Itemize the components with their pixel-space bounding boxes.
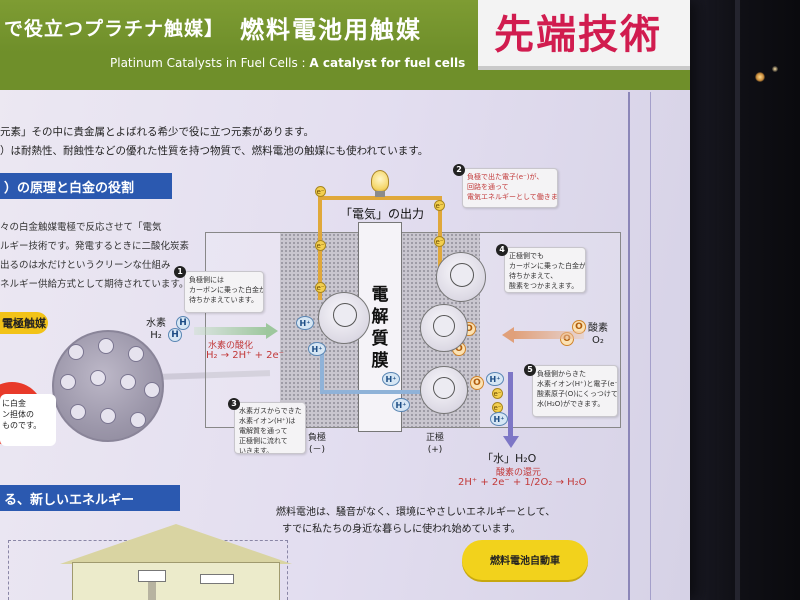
callout-note-2: 負極で出た電子(e⁻)が、 回路を通って 電気エネルギーとして働きます。 [462,168,558,208]
section-header-principle: ）の原理と白金の役割 [0,173,172,199]
membrane-label: 電 解 質 膜 [368,284,392,372]
electron-icon: e⁻ [434,200,445,211]
platinum-particle [130,412,146,428]
water-outflow-arrow [508,372,513,438]
positive-electrode-label: 正極 (+) [426,432,444,456]
callout-note-3: 水素ガスからできた 水素イオン(H⁺)は 電解質を通って 正極側に流れて いきま… [234,402,306,454]
mascot-circle-cathode-bottom [420,366,468,414]
header-subtitle-normal: Platinum Catalysts in Fuel Cells : [110,56,309,70]
electron-icon: e⁻ [492,388,503,399]
proton-path [320,350,324,392]
exhibit-poster: で役立つプラチナ触媒】 燃料電池用触媒 Platinum Catalysts i… [0,0,690,600]
house-pillar-icon [148,582,156,600]
footer-line-2: すでに私たちの身近な暮らしに使われ始めています。 [282,520,521,535]
water-label: 「水」H₂O [482,450,536,466]
catalyst-magnified-circle [52,330,164,442]
platinum-particle [144,382,160,398]
light-bulb-base [375,191,385,197]
proton-path [320,390,424,394]
platinum-particle [68,344,84,360]
electricity-output-label: 「電気」の出力 [340,205,424,222]
proton-icon: H⁺ [382,372,400,386]
body-line-3: 出るのは水だけというクリーンな仕組み [0,257,171,271]
fuel-cell-car-tag: 燃料電池自動車 [462,540,588,580]
section-header-new-energy: る、新しいエネルギー [0,485,180,511]
light-bulb-icon [371,170,389,192]
glass-frame-stripe [735,0,740,600]
hydrogen-arrowhead [266,323,278,339]
oxygen-reduction-equation: 2H⁺ + 2e⁻ + 1/2O₂ → H₂O [458,477,587,488]
proton-icon: H⁺ [296,316,314,330]
header-badge: 先端技術 [478,0,690,70]
panel-border-line-thin [650,92,651,600]
house-roof-icon [60,524,292,564]
section-header-principle-label: ）の原理と白金の役割 [4,177,134,196]
mascot-icon [450,263,474,287]
callout-note-4: 正極側でも カーボンに乗った白金が 待ちかまえて、 酸素をつかまえます。 [504,247,586,293]
section-header-new-energy-label: る、新しいエネルギー [4,489,134,508]
body-line-4: ネルギー供給方式として期待されています。 [0,276,188,290]
body-line-2: ルギー技術です。発電するときに二酸化炭素 [0,238,189,252]
step-badge-2: 2 [453,164,465,176]
red-speech-note: に白金 ン担体の ものです。 [0,394,56,446]
proton-icon: H⁺ [486,372,504,386]
panel-border-line [628,92,630,600]
light-reflection [755,72,765,82]
mascot-icon [333,303,357,327]
step-badge-4: 4 [496,244,508,256]
electron-icon: e⁻ [315,282,326,293]
proton-icon: H⁺ [308,342,326,356]
house-appliance-icon [200,574,234,584]
platinum-particle [120,374,136,390]
hydrogen-label: 水素 H₂ [146,318,166,342]
light-reflection-small [772,66,778,72]
electron-icon: e⁻ [434,236,445,247]
header-badge-text: 先端技術 [494,2,662,60]
callout-note-1: 負極側には カーボンに乗った白金が 待ちかまえています。 [184,271,264,313]
oxygen-atom-icon: O [470,376,484,390]
electron-icon: e⁻ [315,186,326,197]
intro-line-1: 元素」その中に貴金属とよばれる希少で役に立つ元素があります。 [0,124,314,139]
proton-icon: H⁺ [392,398,410,412]
platinum-particle [98,338,114,354]
mascot-circle-cathode-mid [420,304,468,352]
footer-line-1: 燃料電池は、騒音がなく、環境にやさしいエネルギーとして、 [276,503,555,518]
header-title-main: 燃料電池用触媒 [240,10,422,45]
callout-note-5: 負極側からきた 水素イオン(H⁺)と電子(e⁻)を 酸素原子(O)にくっつけてあ… [532,365,618,417]
platinum-particle [100,408,116,424]
dark-glass-background [690,0,800,600]
platinum-particle [70,404,86,420]
proton-icon: H⁺ [490,412,508,426]
hydrogen-inflow-arrow [194,327,268,335]
electron-icon: e⁻ [315,240,326,251]
mascot-circle-anode [318,292,370,344]
catalyst-tag: 電極触媒 [0,312,48,334]
header-subtitle-bold: A catalyst for fuel cells [309,56,465,70]
step-badge-5: 5 [524,364,536,376]
house-window-icon [138,570,166,582]
mascot-icon [433,315,455,337]
oxygen-arrowhead [502,327,514,343]
negative-electrode-label: 負極 (－) [308,432,326,456]
oxygen-label: 酸素 O₂ [588,323,608,347]
step-badge-3: 3 [228,398,240,410]
hydrogen-atom-icon: H [168,328,182,342]
intro-line-2: ）は耐熱性、耐蝕性などの優れた性質を持つ物質で、燃料電池の触媒にも使われています… [0,143,428,158]
platinum-particle [90,370,106,386]
hydrogen-oxidation-equation: H₂ → 2H⁺ + 2e⁻ [206,350,284,361]
header-title-left: で役立つプラチナ触媒】 [4,14,224,41]
poster-header: で役立つプラチナ触媒】 燃料電池用触媒 Platinum Catalysts i… [0,0,690,90]
water-arrowhead [503,436,519,448]
platinum-particle [60,374,76,390]
house-body-icon [72,562,280,600]
oxygen-inflow-arrow [514,331,584,339]
body-line-1: 々の白金触媒電極で反応させて「電気 [0,219,162,233]
mascot-icon [433,377,455,399]
header-subtitle: Platinum Catalysts in Fuel Cells : A cat… [110,56,465,70]
step-badge-1: 1 [174,266,186,278]
platinum-particle [128,346,144,362]
mascot-circle-cathode-top [436,252,486,302]
